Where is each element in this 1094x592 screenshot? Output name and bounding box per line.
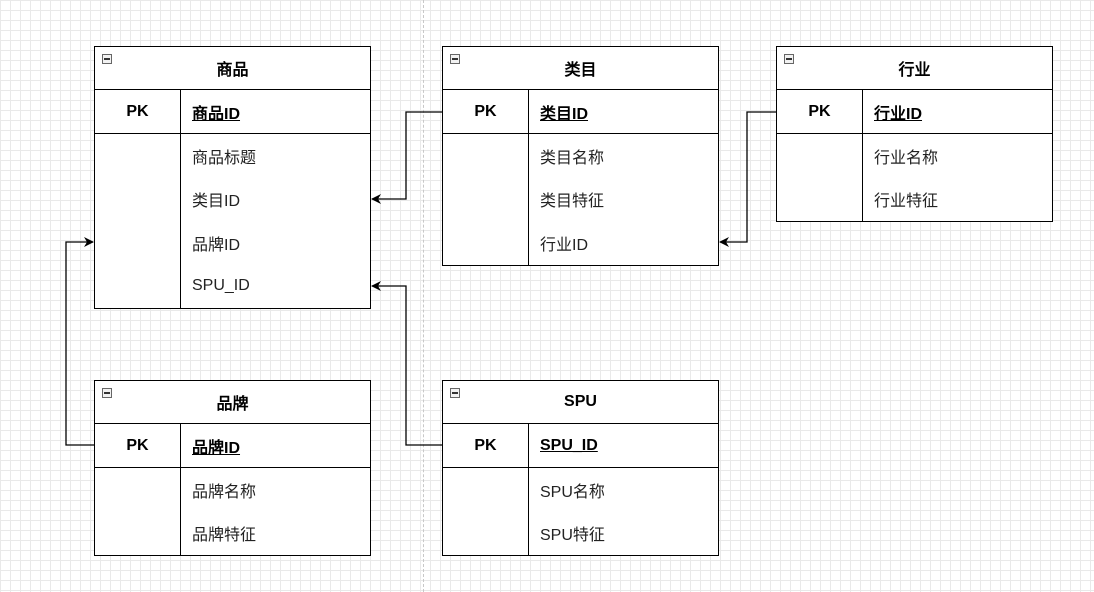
pk-label: PK — [443, 90, 529, 133]
pk-field[interactable]: 行业ID — [874, 105, 923, 123]
connector-category-to-product[interactable] — [371, 111, 442, 204]
field-row[interactable]: 行业名称 — [874, 149, 939, 167]
page-divider — [423, 0, 424, 592]
field-row[interactable]: 品牌ID — [192, 236, 241, 254]
table-title: SPU — [564, 393, 597, 410]
table-industry[interactable]: 行业 PK 行业ID 行业名称 行业特征 — [776, 46, 1053, 222]
pk-row: PK SPU_ID — [443, 424, 718, 468]
pk-field[interactable]: 类目ID — [540, 105, 589, 123]
table-header: SPU — [443, 381, 718, 424]
pk-label: PK — [95, 424, 181, 467]
table-brand[interactable]: 品牌 PK 品牌ID 品牌名称 品牌特征 — [94, 380, 371, 556]
collapse-icon[interactable] — [450, 54, 460, 64]
field-row[interactable]: 类目特征 — [540, 193, 605, 211]
collapse-icon[interactable] — [450, 388, 460, 398]
field-row[interactable]: 品牌特征 — [192, 527, 257, 545]
table-header: 类目 — [443, 47, 718, 90]
connector-spu-to-product[interactable] — [371, 281, 442, 446]
table-header: 行业 — [777, 47, 1052, 90]
field-row[interactable]: 行业ID — [540, 236, 589, 254]
field-row[interactable]: SPU特征 — [540, 527, 605, 545]
connector-industry-to-category[interactable] — [719, 111, 776, 247]
field-row[interactable]: 品牌名称 — [192, 483, 257, 501]
pk-field[interactable]: 商品ID — [192, 105, 241, 123]
table-category[interactable]: 类目 PK 类目ID 类目名称 类目特征 行业ID — [442, 46, 719, 266]
table-header: 品牌 — [95, 381, 370, 424]
table-title: 品牌 — [216, 396, 249, 413]
key-column — [443, 468, 529, 555]
field-row[interactable]: 行业特征 — [874, 193, 939, 211]
field-row[interactable]: SPU_ID — [192, 277, 250, 295]
table-product[interactable]: 商品 PK 商品ID 商品标题 类目ID 品牌ID SPU_ID — [94, 46, 371, 309]
field-row[interactable]: 类目ID — [192, 193, 241, 211]
pk-field[interactable]: 品牌ID — [192, 439, 241, 457]
pk-row: PK 类目ID — [443, 90, 718, 134]
pk-field[interactable]: SPU_ID — [540, 436, 598, 454]
table-title: 类目 — [564, 62, 597, 79]
pk-label: PK — [777, 90, 863, 133]
connector-brand-to-product[interactable] — [65, 237, 94, 446]
key-column — [95, 468, 181, 555]
pk-row: PK 行业ID — [777, 90, 1052, 134]
field-row[interactable]: SPU名称 — [540, 483, 605, 501]
table-title: 行业 — [898, 62, 931, 79]
pk-label: PK — [443, 424, 529, 467]
pk-row: PK 商品ID — [95, 90, 370, 134]
table-header: 商品 — [95, 47, 370, 90]
field-row[interactable]: 类目名称 — [540, 149, 605, 167]
key-column — [443, 134, 529, 265]
collapse-icon[interactable] — [784, 54, 794, 64]
key-column — [95, 134, 181, 308]
field-row[interactable]: 商品标题 — [192, 149, 257, 167]
table-title: 商品 — [216, 62, 249, 79]
table-spu[interactable]: SPU PK SPU_ID SPU名称 SPU特征 — [442, 380, 719, 556]
pk-row: PK 品牌ID — [95, 424, 370, 468]
key-column — [777, 134, 863, 221]
pk-label: PK — [95, 90, 181, 133]
collapse-icon[interactable] — [102, 54, 112, 64]
collapse-icon[interactable] — [102, 388, 112, 398]
